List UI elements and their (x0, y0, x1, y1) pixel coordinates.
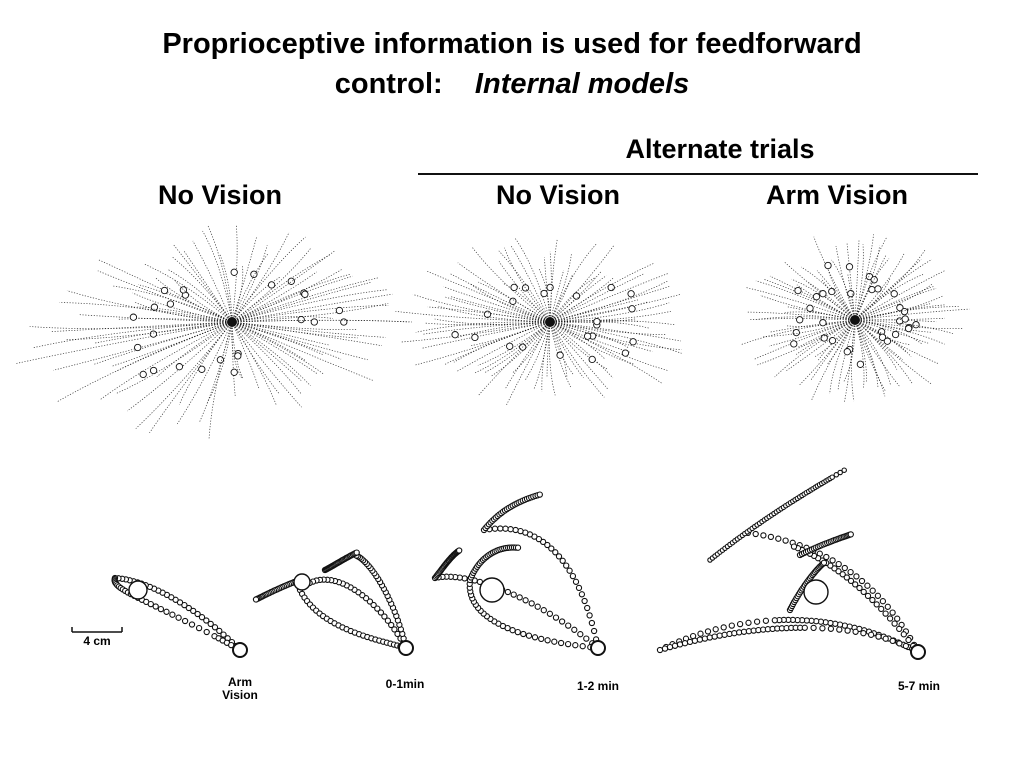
starburst-arm-vision (741, 234, 970, 402)
panel-label-no-vision-2: No Vision (495, 180, 621, 210)
loop-arm-vision (111, 574, 248, 658)
slide-title: Proprioceptive information is used for f… (0, 24, 1024, 104)
bottom-label-0-1min: 0-1min (385, 677, 425, 691)
starburst-no-vision-2 (395, 237, 682, 406)
scale-bar-label: 4 cm (83, 634, 111, 648)
bottom-label-1-2min: 1-2 min (576, 679, 619, 693)
bottom-label-arm-vision: Arm Vision (205, 676, 275, 702)
bottom-label-5-7min: 5-7 min (897, 679, 940, 693)
starburst-plots (16, 224, 970, 440)
loop-0-1min (252, 549, 414, 656)
panel-label-no-vision-1: No Vision (157, 180, 283, 210)
bottom-label-arm-vision-line2: Vision (222, 688, 258, 702)
title-line-1: Proprioceptive information is used for f… (162, 28, 862, 60)
title-line-2-plain: control: (334, 68, 443, 100)
title-line-2: control: Internal models (0, 64, 1024, 104)
loop-1-2min (431, 491, 606, 656)
loop-5-7min (656, 467, 926, 660)
panel-label-arm-vision: Arm Vision (765, 180, 909, 210)
alternate-trials-rule (418, 173, 978, 175)
starburst-no-vision-1 (16, 224, 413, 440)
bottom-label-arm-vision-line1: Arm (227, 675, 252, 689)
title-line-2-italic: Internal models (474, 68, 690, 100)
loop-trajectory-plots (111, 467, 926, 660)
scale-bar (71, 627, 123, 633)
alternate-trials-header: Alternate trials (625, 134, 815, 164)
